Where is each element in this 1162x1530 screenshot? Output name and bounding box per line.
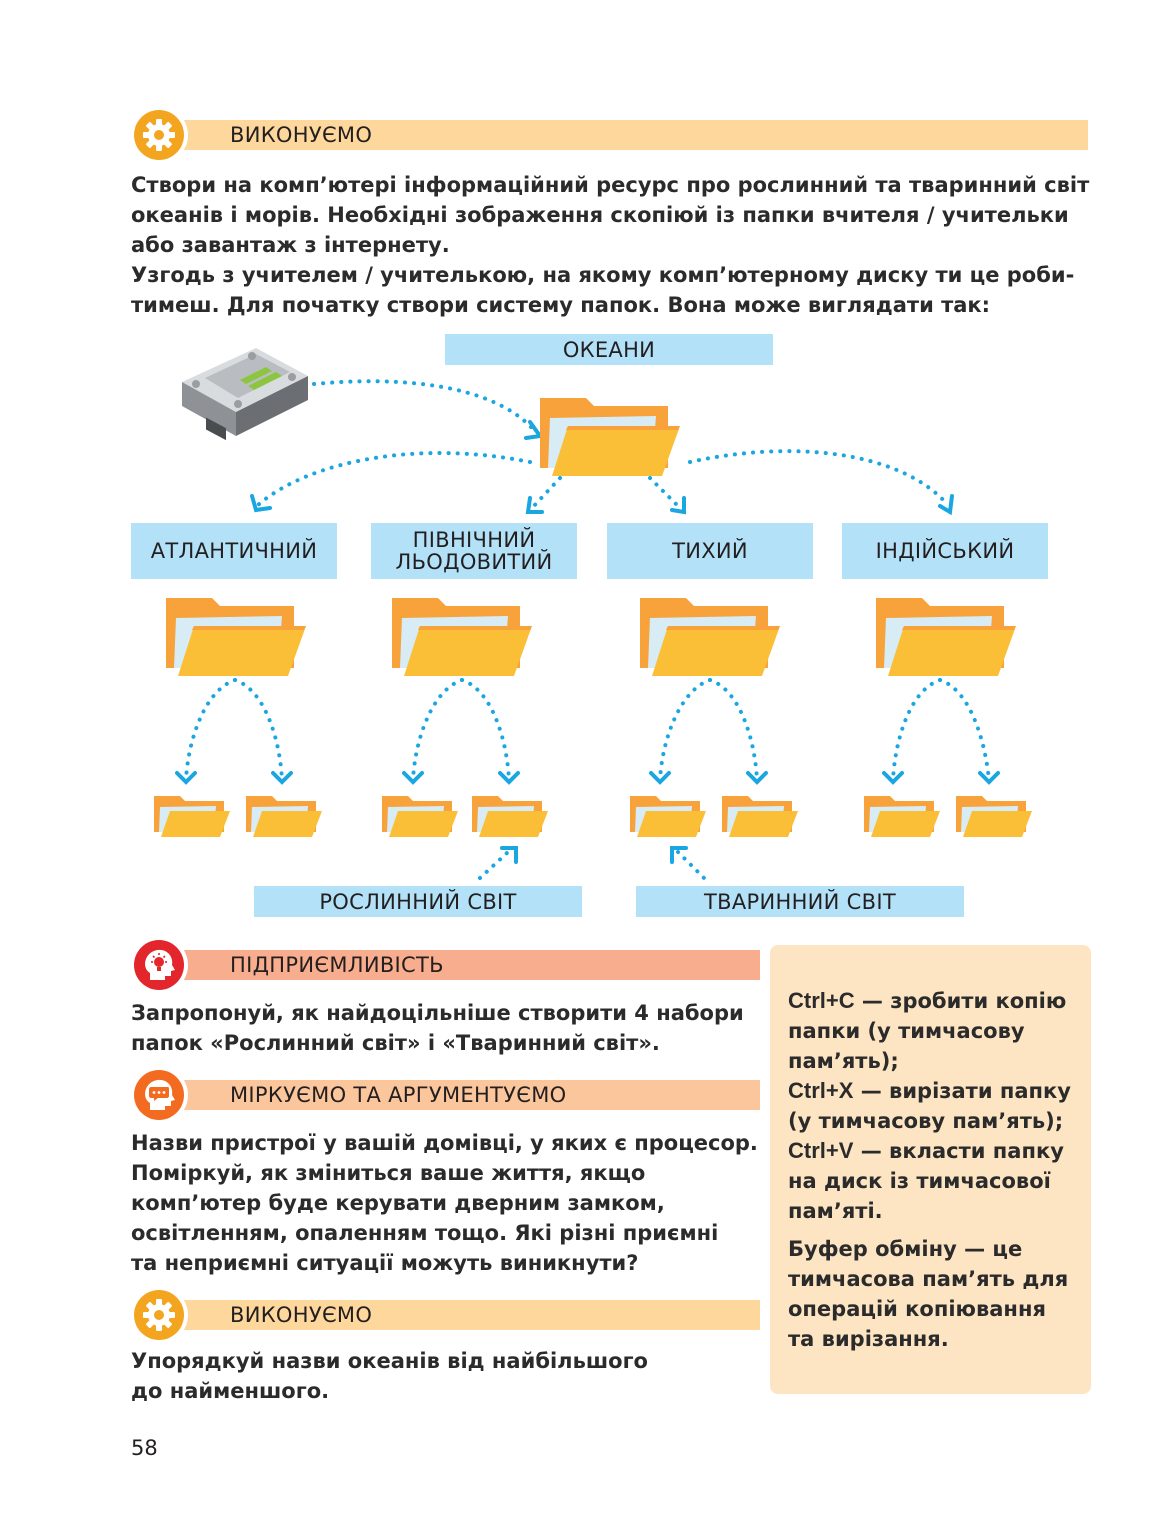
text-line: Поміркуй, як зміниться ваше життя, якщо [131,1161,646,1185]
tip-text: пам’яті. [788,1199,883,1223]
tip-definition: та вирізання. [788,1327,949,1351]
intro-text: Створи на комп’ютері інформаційний ресур… [131,170,1091,320]
label-indian: ІНДІЙСЬКИЙ [842,523,1048,579]
head-speech-icon [130,1066,188,1124]
gear-icon [130,1286,188,1344]
intro-line: Узгодь з учителем / учителькою, на якому… [131,263,1075,287]
gear-icon [130,106,188,164]
reason-text: Назви пристрої у вашій домівці, у яких є… [131,1128,761,1278]
section-header-do-2: ВИКОНУЄМО [160,1300,760,1330]
section-header-entrepreneur: ПІДПРИЄМЛИВІСТЬ [160,950,760,980]
text-line: освітленням, опаленням тощо. Які різні п… [131,1221,719,1245]
section-header-do-1: ВИКОНУЄМО [160,120,1088,150]
tip-text: — зробити копію [854,989,1067,1013]
label-text: ПІВНІЧНИЙ [412,528,536,552]
label-text: РОСЛИННИЙ СВІТ [319,889,517,914]
shortcut-key: Ctrl+C [788,988,855,1013]
folder-icon-indian [876,598,1016,676]
text-line: комп’ютер буде керувати дверним замком, [131,1191,665,1215]
section-title: ПІДПРИЄМЛИВІСТЬ [230,953,444,977]
folder-icon-atlantic [166,598,306,676]
tip-text: папки (у тимчасову [788,1019,1025,1043]
section-title: ВИКОНУЄМО [230,123,373,147]
label-plants: РОСЛИННИЙ СВІТ [254,886,582,917]
folder-icon-pacific [640,598,780,676]
page-number: 58 [131,1436,158,1460]
text-line: Назви пристрої у вашій домівці, у яких є… [131,1131,758,1155]
hard-drive-icon [182,348,308,441]
folder-icon-root [540,398,680,476]
text-line: Упорядкуй назви океанів від найбільшого [131,1349,648,1373]
intro-line: Створи на комп’ютері інформаційний ресур… [131,173,1090,197]
head-lightbulb-icon [130,936,188,994]
label-animals: ТВАРИННИЙ СВІТ [636,886,964,917]
intro-line: тимеш. Для початку створи систему папок.… [131,293,991,317]
section-header-reason: МІРКУЄМО ТА АРГУМЕНТУЄМО [160,1080,760,1110]
text-line: папок «Рослинний світ» і «Тваринний світ… [131,1031,660,1055]
label-arctic: ПІВНІЧНИЙ ЛЬОДОВИТИЙ [371,523,577,579]
tip-ctrl-c: Ctrl+C — зробити копію [788,986,1083,1016]
text-line: та неприємні ситуації можуть виникнути? [131,1251,639,1275]
do2-text: Упорядкуй назви океанів від найбільшого … [131,1346,761,1406]
label-text: ТИХИЙ [672,539,748,563]
label-text: ТВАРИННИЙ СВІТ [704,889,896,914]
text-line: до найменшого. [131,1379,330,1403]
tip-ctrl-x: Ctrl+X — вирізати папку [788,1076,1083,1106]
tip-text: — вирізати папку [853,1079,1071,1103]
label-pacific: ТИХИЙ [607,523,813,579]
entrepreneur-text: Запропонуй, як найдоцільніше створити 4 … [131,998,761,1058]
folder-icon-arctic [392,598,532,676]
tip-definition: операцій копіювання [788,1297,1046,1321]
section-title: МІРКУЄМО ТА АРГУМЕНТУЄМО [230,1083,567,1107]
label-text: ОКЕАНИ [562,337,656,362]
tip-text: — вкласти папку [853,1139,1064,1163]
text-line: Запропонуй, як найдоцільніше створити 4 … [131,1001,744,1025]
shortcut-tip-box: Ctrl+C — зробити копію папки (у тимчасов… [770,945,1091,1394]
tip-text: (у тимчасову пам’ять); [788,1109,1064,1133]
section-title: ВИКОНУЄМО [230,1303,373,1327]
intro-line: океанів і морів. Необхідні зображення ск… [131,203,1069,227]
label-text: ІНДІЙСЬКИЙ [875,539,1015,563]
label-text: ЛЬОДОВИТИЙ [395,550,553,574]
label-text: АТЛАНТИЧНИЙ [150,539,318,563]
label-atlantic: АТЛАНТИЧНИЙ [131,523,337,579]
tip-ctrl-v: Ctrl+V — вкласти папку [788,1136,1083,1166]
shortcut-key: Ctrl+X [788,1078,854,1103]
label-oceans: ОКЕАНИ [445,334,773,365]
tip-definition: Буфер обміну — це [788,1237,1023,1261]
intro-line: або завантаж з інтернету. [131,233,450,257]
tip-text: на диск із тимчасової [788,1169,1051,1193]
tip-definition: тимчасова пам’ять для [788,1267,1069,1291]
shortcut-key: Ctrl+V [788,1138,854,1163]
tip-text: пам’ять); [788,1049,899,1073]
